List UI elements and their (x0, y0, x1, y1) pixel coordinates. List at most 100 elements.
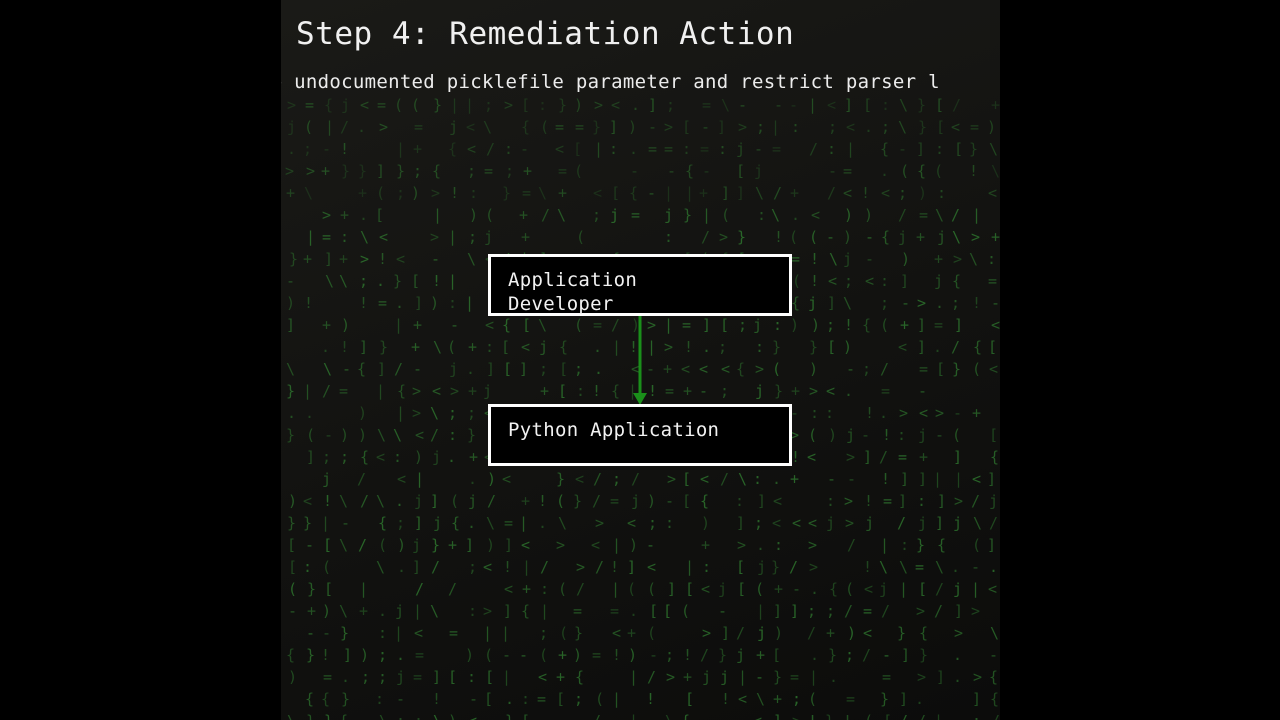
code-rain-glyph: j (753, 316, 762, 334)
code-rain-glyph: j (757, 558, 766, 576)
code-rain-glyph: | (629, 668, 638, 686)
code-rain-glyph: < (972, 470, 981, 488)
code-rain-glyph: \ (935, 206, 944, 224)
code-rain-glyph: } (916, 536, 925, 554)
code-rain-glyph: ( (559, 624, 568, 642)
code-rain-glyph: = (790, 668, 799, 686)
code-rain-glyph: j (664, 206, 673, 224)
code-rain-glyph: + (790, 470, 799, 488)
code-rain-glyph: ] (773, 602, 782, 620)
code-rain-glyph: < (721, 360, 730, 378)
code-rain-glyph: { (321, 690, 330, 708)
code-rain-glyph: | (611, 580, 620, 598)
code-rain-glyph: ) (701, 514, 710, 532)
code-rain-glyph: } (502, 184, 511, 202)
code-rain-glyph: { (305, 690, 314, 708)
code-rain-glyph: . (702, 338, 711, 356)
code-rain-glyph: | (448, 272, 457, 290)
code-rain-glyph: - (826, 228, 835, 246)
code-rain-glyph: / (807, 624, 816, 642)
code-rain-glyph: > (360, 250, 369, 268)
code-rain-glyph: > (664, 338, 673, 356)
code-rain-glyph: ( (558, 580, 567, 598)
code-rain-glyph: j (918, 514, 927, 532)
code-rain-glyph: < (699, 360, 708, 378)
code-rain-glyph: . (933, 338, 942, 356)
code-rain-glyph: + (286, 184, 295, 202)
code-rain-glyph: > (306, 162, 315, 180)
code-rain-glyph: [ (484, 690, 493, 708)
code-rain-glyph: ( (681, 602, 690, 620)
code-rain-glyph: . (844, 382, 853, 400)
code-rain-glyph: ; (359, 272, 368, 290)
code-rain-glyph: / (809, 140, 818, 158)
code-rain-glyph: > (973, 668, 982, 686)
code-rain-glyph: [ (611, 184, 620, 202)
code-rain-glyph: / (736, 624, 745, 642)
code-rain-glyph: j (432, 448, 441, 466)
code-rain-glyph: - (341, 514, 350, 532)
diagram-panel: >j.>+}-)]\}.})}[[(-{)\=(;>\|+!|.(]<}-:}+… (281, 0, 1000, 720)
code-rain-glyph: > (322, 206, 331, 224)
code-rain-glyph: { (919, 624, 928, 642)
code-rain-glyph: > (792, 712, 801, 720)
code-rain-glyph: > (790, 426, 799, 444)
code-rain-glyph: ; (862, 360, 871, 378)
code-rain-glyph: | (628, 382, 637, 400)
code-rain-glyph: : (576, 382, 585, 400)
code-rain-glyph: { (448, 140, 457, 158)
code-rain-glyph: < (700, 470, 709, 488)
code-rain-glyph: j (843, 250, 852, 268)
code-rain-glyph: } (505, 712, 514, 720)
code-rain-glyph: > (594, 96, 603, 114)
code-rain-glyph: { (989, 668, 998, 686)
code-rain-glyph: ) (358, 426, 367, 444)
code-rain-glyph: ( (808, 426, 817, 444)
code-rain-glyph: - (665, 492, 674, 510)
code-rain-glyph: | (303, 382, 312, 400)
code-rain-glyph: ] (286, 316, 295, 334)
code-rain-glyph: - (648, 118, 657, 136)
code-rain-glyph: / (611, 316, 620, 334)
code-rain-glyph: - (755, 668, 764, 686)
node-python-application: Python Application (488, 404, 792, 466)
code-rain-glyph: - (918, 382, 927, 400)
code-rain-glyph: \ (969, 250, 978, 268)
code-rain-glyph: ; (828, 118, 837, 136)
code-rain-glyph: - (882, 646, 891, 664)
code-rain-glyph: = (339, 382, 348, 400)
code-rain-glyph: < (772, 514, 781, 532)
code-rain-glyph: > (846, 448, 855, 466)
code-rain-glyph: [ (287, 536, 296, 554)
code-rain-glyph: ] (504, 536, 513, 554)
code-rain-glyph: < (828, 272, 837, 290)
code-rain-glyph: | (376, 382, 385, 400)
code-rain-glyph: } (952, 360, 961, 378)
code-rain-glyph: : (682, 140, 691, 158)
code-rain-glyph: | (359, 580, 368, 598)
code-rain-glyph: { (917, 162, 926, 180)
code-rain-glyph: { (521, 118, 530, 136)
code-rain-glyph: < (738, 690, 747, 708)
code-rain-glyph: ! (340, 338, 349, 356)
code-rain-glyph: < (811, 206, 820, 224)
code-rain-glyph: ] (736, 184, 745, 202)
code-rain-glyph: ) (486, 536, 495, 554)
code-rain-glyph: j (953, 580, 962, 598)
code-rain-glyph: } (358, 162, 367, 180)
code-rain-glyph: / (700, 646, 709, 664)
code-rain-glyph: ( (574, 316, 583, 334)
code-rain-glyph: > (954, 492, 963, 510)
code-rain-glyph: = (631, 206, 640, 224)
code-rain-glyph: = (504, 514, 513, 532)
code-rain-glyph: ! (684, 338, 693, 356)
code-rain-glyph: ; (826, 602, 835, 620)
code-rain-glyph: > (808, 536, 817, 554)
code-rain-glyph: < (951, 118, 960, 136)
code-rain-glyph: : (467, 668, 476, 686)
code-rain-glyph: | (594, 140, 603, 158)
code-rain-glyph: / (431, 558, 440, 576)
code-rain-glyph: j (918, 426, 927, 444)
code-rain-glyph: + (627, 624, 636, 642)
code-rain-glyph: ! (810, 250, 819, 268)
